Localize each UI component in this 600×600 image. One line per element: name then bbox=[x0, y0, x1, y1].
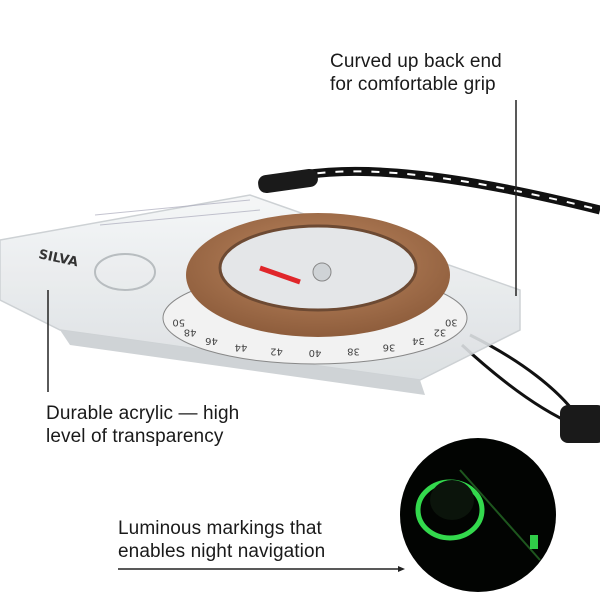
dial-number: 38 bbox=[347, 346, 360, 357]
callout-luminous-markings: Luminous markings that enables night nav… bbox=[118, 517, 325, 563]
dial-number: 50 bbox=[172, 317, 185, 328]
callout-text: for comfortable grip bbox=[330, 74, 496, 95]
dial-number: 44 bbox=[235, 341, 248, 352]
callout-text: Curved up back end bbox=[330, 51, 502, 72]
callout-text: Durable acrylic — high bbox=[46, 403, 240, 424]
dial-number: 36 bbox=[383, 341, 396, 352]
callout-curved-back-end: Curved up back end for comfortable grip bbox=[330, 50, 502, 96]
night-glow-inset bbox=[400, 438, 556, 592]
lanyard-clip bbox=[258, 168, 318, 194]
dial-number: 30 bbox=[445, 317, 458, 328]
dial-number: 42 bbox=[270, 346, 283, 357]
callout-text: level of transparency bbox=[46, 426, 224, 447]
dial-number: 34 bbox=[412, 335, 425, 346]
dial-number: 48 bbox=[184, 326, 197, 337]
magnifier bbox=[94, 253, 156, 291]
callout-durable-acrylic: Durable acrylic — high level of transpar… bbox=[46, 402, 239, 448]
dial-number: 46 bbox=[205, 335, 218, 346]
needle bbox=[259, 265, 301, 285]
dial-number: 40 bbox=[309, 347, 322, 358]
lanyard-cord-lock bbox=[560, 405, 600, 443]
callout-text: enables night navigation bbox=[118, 541, 326, 562]
dial-number: 32 bbox=[433, 326, 446, 337]
callout-text: Luminous markings that bbox=[118, 518, 322, 539]
